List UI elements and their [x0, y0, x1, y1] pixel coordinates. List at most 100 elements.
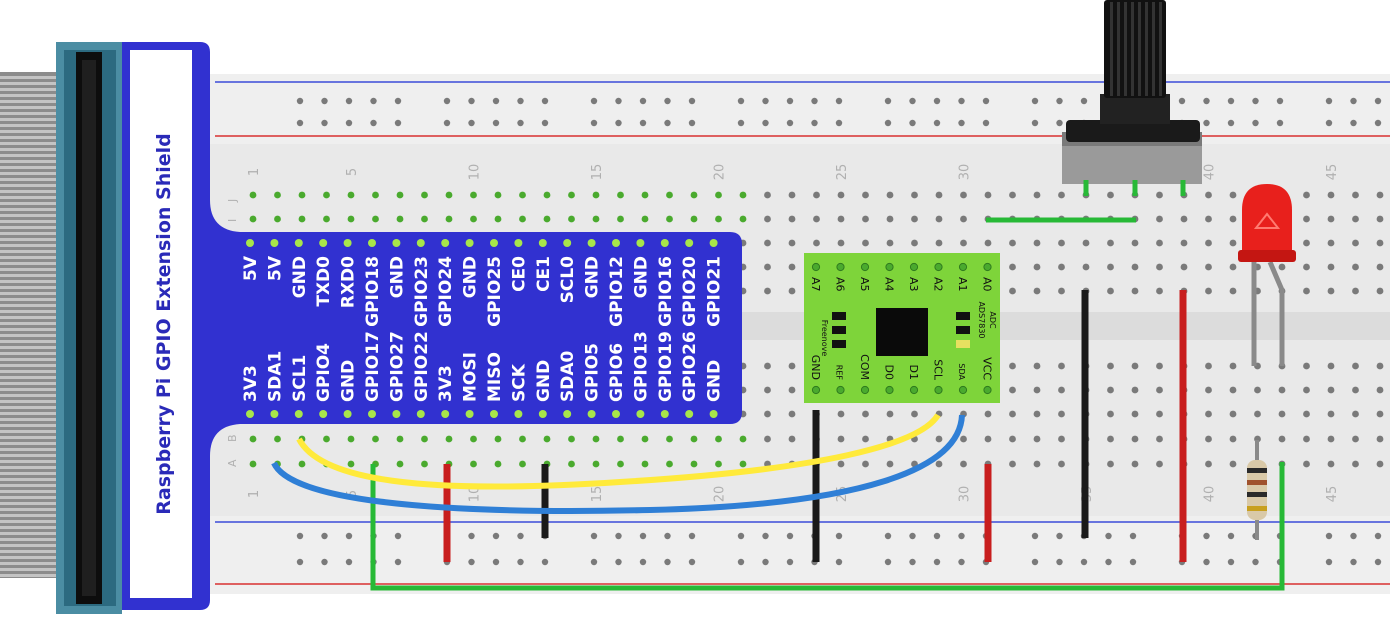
shield-pin-label-top: GPIO12 [607, 256, 627, 327]
row-letter-j: J [226, 199, 239, 203]
shield-pin-label-top: GND [387, 256, 407, 298]
shield-pin-label-bottom: GPIO13 [631, 331, 651, 402]
shield-pin-bottom [368, 410, 376, 418]
adc-pin-label-bottom: SCL [932, 359, 945, 381]
adc-pin-label-bottom: SDA [957, 363, 966, 380]
adc-pin-top [909, 262, 919, 272]
wire-blue-sda [271, 414, 965, 514]
shield-pin-label-top: GPIO24 [436, 256, 456, 327]
shield-pin-top [392, 239, 401, 247]
column-number-bottom: 10 [468, 486, 483, 503]
column-number-top: 25 [835, 164, 850, 181]
shield-pin-bottom [612, 410, 620, 418]
adc-pin-label-top: A0 [981, 277, 994, 292]
resistor [1247, 440, 1267, 540]
row-letter-i: I [226, 219, 239, 222]
shield-pin-bottom [392, 410, 401, 418]
column-numbers-bottom: 151015202530354045 [247, 486, 1340, 503]
shield-pin-top [538, 239, 547, 247]
shield-pin-bottom [587, 410, 596, 418]
ribbon-cable [0, 72, 58, 578]
column-number-bottom: 1 [247, 490, 262, 498]
adc-pin-top [958, 262, 968, 272]
adc-chip-line-2: ADS7830 [977, 301, 986, 338]
adc-pin-top [983, 262, 992, 272]
shield-pin-label-bottom: GPIO6 [607, 343, 627, 402]
shield-pin-label-bottom: GPIO19 [656, 331, 676, 402]
shield-pin-label-top: 5V [241, 255, 261, 281]
adc-pin-top [811, 262, 821, 272]
adc-pin-top [885, 262, 894, 272]
adc-pin-label-top: A7 [809, 277, 822, 292]
wire-yellow-scl [296, 413, 941, 490]
adc-chip [876, 308, 928, 356]
adc-pin-label-top: A6 [834, 277, 847, 292]
shield-title: Raspberry Pi GPIO Extension Shield [153, 133, 175, 514]
shield-pin-label-bottom: GND [705, 360, 725, 402]
shield-pin-top [441, 239, 450, 247]
shield-pin-bottom [465, 410, 474, 418]
shield-pin-label-bottom: 3V3 [241, 365, 261, 402]
column-number-bottom: 15 [590, 486, 605, 503]
shield-pin-bottom [246, 410, 254, 418]
column-number-top: 15 [590, 164, 605, 181]
shield-pin-label-bottom: GPIO5 [583, 343, 603, 402]
column-number-top: 5 [345, 168, 360, 176]
adc-pin-bottom [983, 385, 992, 395]
row-letter-a: A [226, 459, 239, 467]
shield-pin-bottom [636, 410, 645, 418]
shield-pin-top [270, 239, 279, 247]
shield-pin-label-top: 5V [265, 255, 285, 281]
adc-pin-label-bottom: COM [858, 354, 871, 380]
shield-pin-top [636, 239, 645, 247]
shield-label-box [130, 50, 192, 598]
shield-pin-label-bottom: 3V3 [436, 365, 456, 402]
adc-pin-label-top: A3 [907, 277, 920, 292]
shield-pin-label-bottom: GPIO27 [387, 331, 407, 402]
shield-pin-bottom [538, 410, 547, 418]
shield-pin-bottom [685, 410, 694, 418]
shield-pin-bottom [319, 410, 328, 418]
led-red [1238, 184, 1296, 366]
shield-pin-label-top: CE1 [534, 256, 554, 292]
adc-chip-line-1: ADC [988, 311, 997, 329]
column-number-bottom: 5 [345, 490, 360, 498]
shield-pin-label-top: RXD0 [339, 256, 359, 308]
shield-pin-top [490, 239, 498, 247]
column-number-top: 20 [713, 164, 728, 181]
adc-pin-label-top: A5 [858, 277, 871, 292]
column-number-top: 1 [247, 168, 262, 176]
potentiometer [1062, 0, 1202, 196]
shield-pin-label-bottom: MISO [485, 352, 505, 402]
adc-pin-label-bottom: D0 [883, 365, 896, 380]
adc-pin-label-bottom: D1 [907, 365, 920, 380]
shield-pin-top [612, 239, 620, 247]
column-number-top: 30 [958, 164, 973, 181]
column-number-bottom: 20 [713, 486, 728, 503]
wires [271, 217, 1285, 591]
shield-pin-top [563, 239, 572, 247]
shield-pin-top [709, 239, 718, 247]
adc-pin-bottom [885, 385, 894, 395]
shield-pin-label-top: GND [290, 256, 310, 298]
shield-pin-label-bottom: GPIO22 [412, 331, 432, 402]
adc-pin-bottom [958, 385, 968, 395]
shield-pin-label-bottom: SDA1 [265, 351, 285, 402]
adc-pin-label-bottom: GND [809, 355, 822, 380]
adc-pin-top [934, 262, 943, 272]
shield-pin-bottom [441, 410, 450, 418]
column-number-bottom: 30 [958, 486, 973, 503]
shield-pin-label-bottom: GND [534, 360, 554, 402]
shield-pin-bottom [416, 410, 425, 418]
shield-pin-label-top: GND [631, 256, 651, 298]
adc-pin-bottom [860, 385, 870, 395]
shield-pin-top [319, 239, 328, 247]
shield-pin-label-top: TXD0 [314, 256, 334, 307]
shield-pin-label-top: GPIO23 [412, 256, 432, 327]
column-number-top: 40 [1203, 164, 1218, 181]
shield-pin-top [416, 239, 425, 247]
shield-pin-top [514, 239, 523, 247]
